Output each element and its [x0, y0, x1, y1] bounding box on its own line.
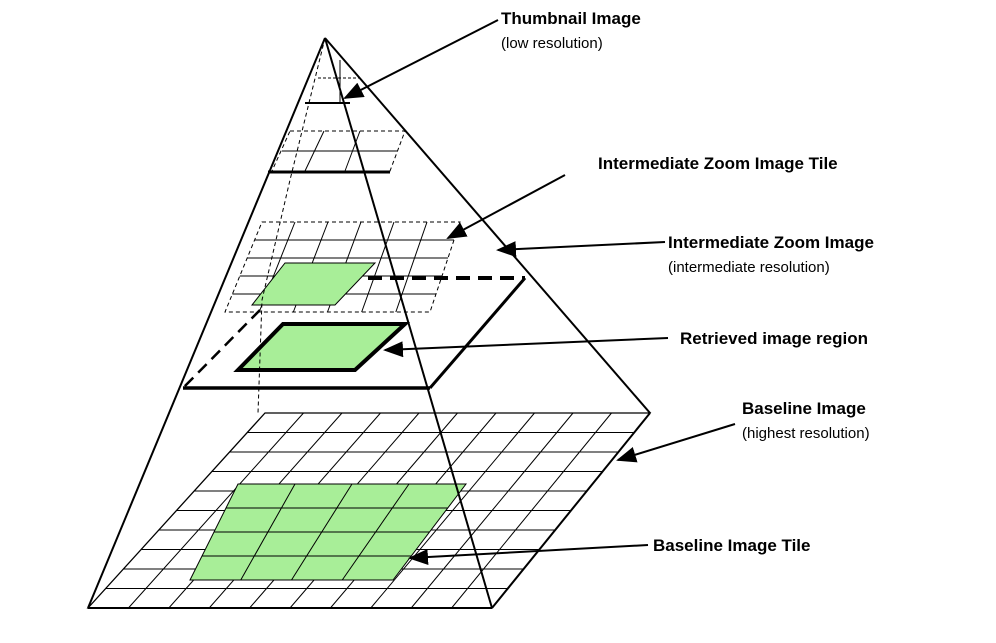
baseline-tile-label: Baseline Image Tile [653, 536, 810, 555]
labels: Thumbnail Image (low resolution) Interme… [501, 9, 874, 555]
intermediate-image-sublabel: (intermediate resolution) [668, 259, 830, 276]
tile-column-line [291, 483, 353, 581]
thumbnail-label: Thumbnail Image [501, 9, 641, 28]
grid-column-line [451, 412, 612, 609]
retrieved-region-label: Retrieved image region [680, 329, 868, 348]
retrieved-region-frame [182, 276, 527, 390]
arrow-baseline-tile [408, 544, 649, 566]
arrow-intermediate-tile [446, 174, 566, 239]
baseline-image-tile [189, 483, 468, 581]
arrow-intermediate-image [496, 241, 666, 258]
grid-column-line [410, 412, 574, 609]
grid-column-line [370, 412, 535, 609]
grid-column-line [128, 412, 304, 609]
retrieved-image-region [233, 322, 411, 372]
pyramid-edges [87, 37, 651, 609]
intermediate-tile-label: Intermediate Zoom Image Tile [598, 154, 838, 173]
grid-column-line [361, 221, 395, 313]
callout-arrows [343, 19, 736, 566]
intermediate-image-label: Intermediate Zoom Image [668, 233, 874, 252]
intermediate-zoom-tile [250, 262, 377, 306]
arrow-thumbnail [343, 19, 499, 99]
arrow-retrieved-region [383, 337, 669, 358]
baseline-image-sublabel: (highest resolution) [742, 425, 870, 442]
tile-column-line [240, 483, 296, 581]
upper-level-grids [268, 60, 406, 174]
baseline-image-label: Baseline Image [742, 399, 866, 418]
baseline-tile-grid-lines [202, 483, 448, 581]
thumbnail-sublabel: (low resolution) [501, 35, 603, 52]
arrow-baseline-image [616, 423, 736, 463]
tile-column-line [341, 483, 410, 581]
